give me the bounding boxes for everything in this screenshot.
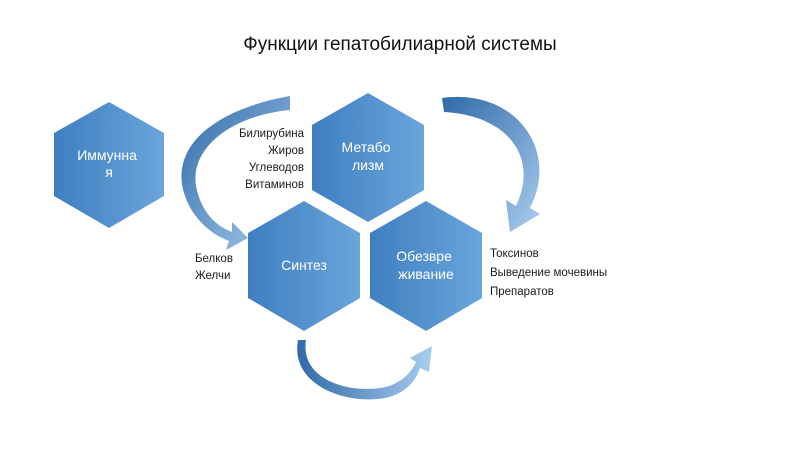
hex-detox-label: Обезвре живание xyxy=(396,248,456,282)
list-item: Жиров xyxy=(268,145,304,157)
hex-metabolism: Метабо лизм xyxy=(312,93,424,222)
hex-immune: Иммунна я xyxy=(54,102,164,228)
hex-synthesis-label: Синтез xyxy=(281,257,327,273)
hex-detox: Обезвре живание xyxy=(370,201,482,331)
list-item: Выведение мочевины xyxy=(490,267,608,279)
arrow-synthesis-to-detox xyxy=(297,340,432,400)
list-item: Токсинов xyxy=(490,248,539,260)
hex-synthesis: Синтез xyxy=(248,201,360,331)
hex-metabolism-label: Метабо лизм xyxy=(342,139,395,173)
arrow-metabolism-to-synthesis xyxy=(181,96,290,250)
list-metabolism: Билирубина Жиров Углеводов Витаминов xyxy=(200,126,304,194)
slide-title: Функции гепатобилиарной системы xyxy=(243,34,557,55)
list-item: Витаминов xyxy=(245,179,304,191)
list-item: Желчи xyxy=(195,270,231,282)
hex-immune-label: Иммунна я xyxy=(77,147,141,180)
list-item: Углеводов xyxy=(248,162,304,174)
arrow-metabolism-to-detox xyxy=(442,96,540,232)
list-item: Препаратов xyxy=(490,286,554,298)
list-detox: Токсинов Выведение мочевины Препаратов xyxy=(490,245,607,302)
list-item: Белков xyxy=(195,253,233,265)
list-item: Билирубина xyxy=(238,128,304,140)
list-synthesis: Белков Желчи xyxy=(195,251,233,285)
